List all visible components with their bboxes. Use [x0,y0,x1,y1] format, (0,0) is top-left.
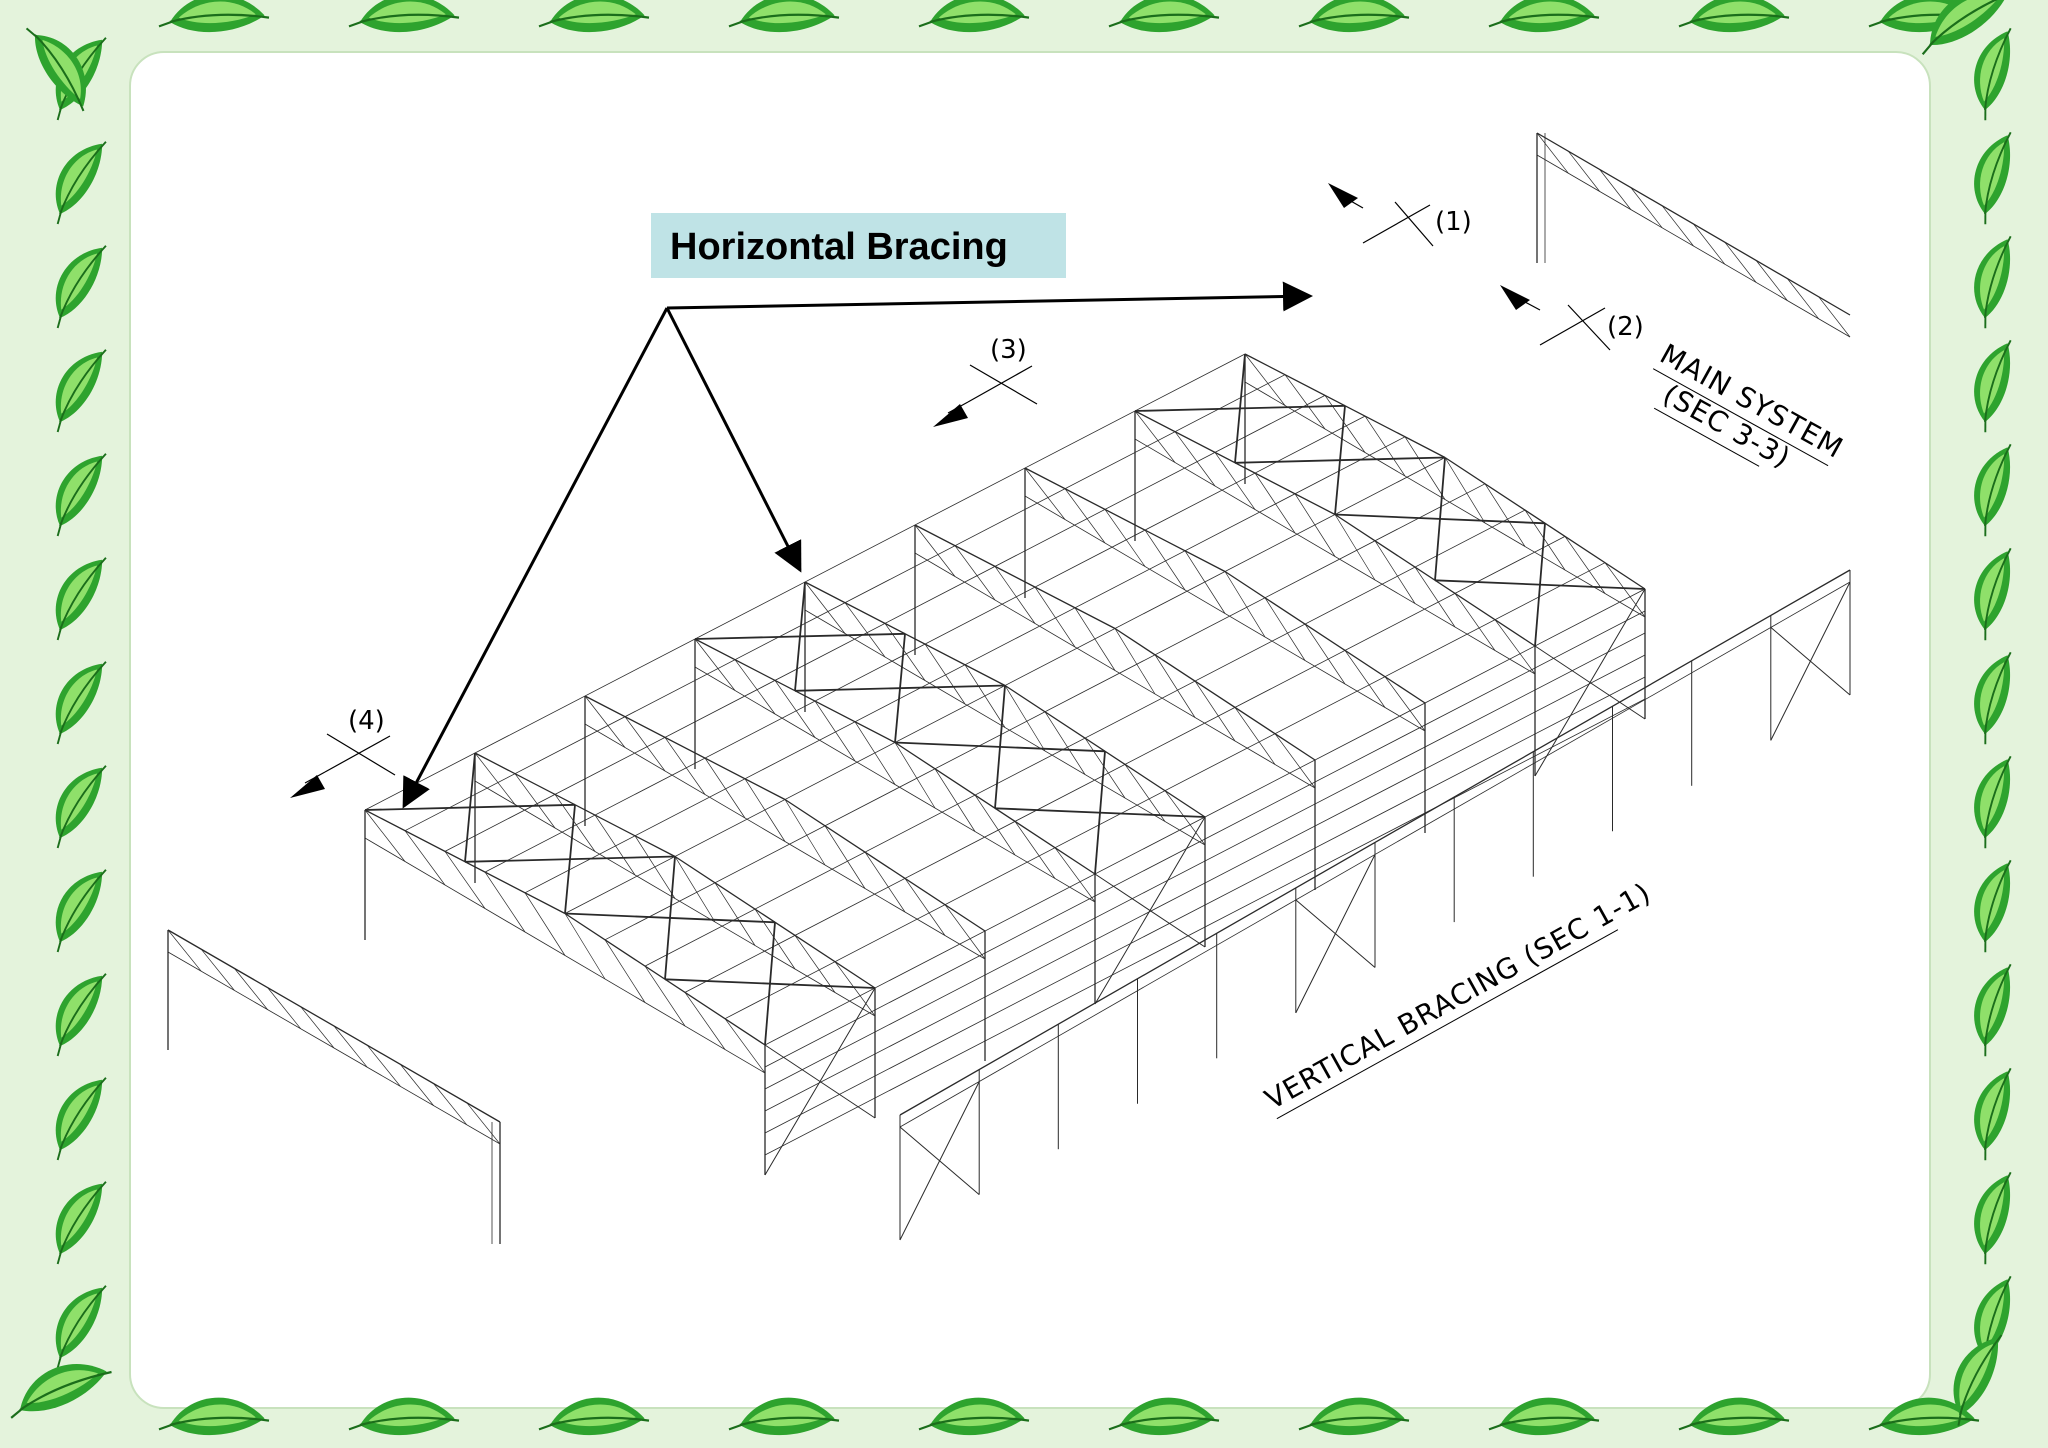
section-marker-3: (3) [933,335,1038,427]
section-marker-4-label: (4) [348,706,385,736]
callout-box [651,213,1066,278]
arrow-to-first-bay [402,307,669,809]
section-marker-2-label: (2) [1607,312,1644,342]
section-marker-4: (4) [290,706,396,798]
section-marker-2: (2) [1500,285,1644,351]
callout-arrows [402,281,1313,809]
arrow-to-end-bay [666,281,1313,312]
content-panel [129,51,1931,1409]
section-marker-3-label: (3) [990,335,1027,365]
steel-structure-isometric [364,353,1646,1176]
section-marker-1: (1) [1328,183,1472,247]
exploded-frames [167,132,1851,1244]
arrow-to-middle-bay [665,307,802,573]
callout-label: Horizontal Bracing [670,226,1008,268]
section-marker-1-label: (1) [1435,207,1472,237]
